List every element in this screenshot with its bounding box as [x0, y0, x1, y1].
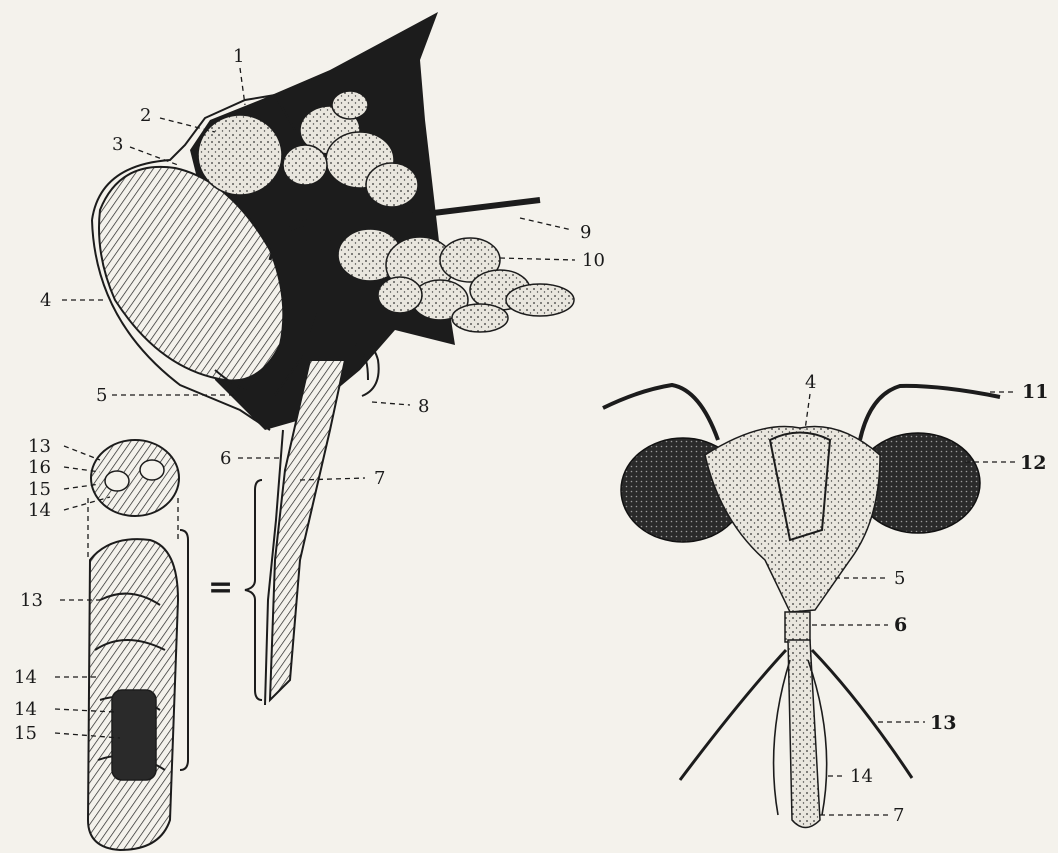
label-5: 5	[96, 385, 107, 406]
stylet-bundle-drawing	[88, 498, 188, 850]
label-13-top: 13	[28, 436, 51, 457]
label-2: 2	[140, 105, 151, 126]
label-r6: 6	[894, 614, 907, 636]
label-16: 16	[28, 457, 51, 478]
mosquito-head-drawing	[603, 385, 1000, 828]
label-6: 6	[220, 448, 231, 469]
label-3: 3	[112, 134, 123, 155]
label-10: 10	[582, 250, 605, 271]
label-8: 8	[418, 396, 429, 417]
label-r7: 7	[893, 805, 904, 826]
equals-sign: =	[208, 570, 233, 605]
label-r5: 5	[894, 568, 905, 589]
label-r11: 11	[1022, 381, 1048, 403]
label-4: 4	[40, 290, 51, 311]
label-15-top: 15	[28, 479, 51, 500]
label-14-bundle-b: 14	[14, 699, 37, 720]
label-14-top: 14	[28, 500, 51, 521]
label-7: 7	[374, 468, 385, 489]
label-1: 1	[233, 46, 244, 67]
label-r12: 12	[1020, 452, 1046, 474]
cross-section-drawing	[91, 440, 179, 516]
label-9: 9	[580, 222, 591, 243]
label-r13: 13	[930, 712, 956, 734]
label-15-bundle: 15	[14, 723, 37, 744]
label-13-bundle: 13	[20, 590, 43, 611]
label-14-bundle-a: 14	[14, 667, 37, 688]
label-r4: 4	[805, 372, 816, 393]
label-r14: 14	[850, 766, 873, 787]
